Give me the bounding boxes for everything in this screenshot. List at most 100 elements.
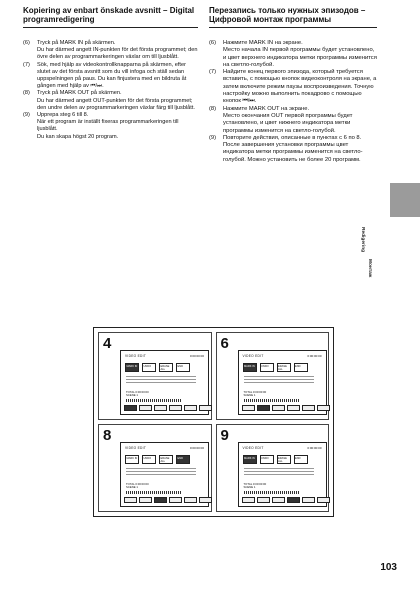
step-number: (7) xyxy=(209,69,217,76)
right-step-6: (6) Нажмите MARK IN на экране. Место нач… xyxy=(209,40,377,69)
undo-button: UNDO xyxy=(142,363,156,372)
section-tab xyxy=(390,183,420,207)
step-text: Tryck på MARK OUT på skärmen. Du har där… xyxy=(37,90,195,111)
left-steps: (6) Tryck på MARK IN på skärmen. Du har … xyxy=(23,40,198,141)
screen-counter: 0:00:00:00 xyxy=(307,354,322,358)
right-heading: Перезапись только нужных эпизодов – Цифр… xyxy=(209,6,366,24)
screen-title: VIDEO EDIT xyxy=(242,446,264,450)
erase-all-button: ERASE ALL xyxy=(276,455,291,464)
total-label: TOTAL 0:00:00:00 xyxy=(243,390,267,394)
screen-buttons: MARK IN UNDO ERASE ALL END xyxy=(125,455,190,464)
mark-in-button: MARK IN xyxy=(242,363,257,372)
illustration-panel: 6 VIDEO EDIT 0:00:00:00 MARK IN UNDO ERA… xyxy=(215,332,330,420)
erase-all-button: ERASE ALL xyxy=(159,455,173,464)
screen-illustrations: 4 VIDEO EDIT 0:00:00:00 MARK IN UNDO ERA… xyxy=(93,327,334,517)
total-label: TOTAL 0:00:00:00 xyxy=(126,482,149,486)
lcd-screen: VIDEO EDIT 0:00:00:00 MARK IN UNDO ERASE… xyxy=(237,442,330,507)
lcd-screen: VIDEO EDIT 0:00:00:00 MARK IN UNDO ERASE… xyxy=(237,350,330,415)
left-step-9: (9) Upprepa steg 6 till 8. När ett progr… xyxy=(23,112,198,141)
screen-title: VIDEO EDIT xyxy=(125,446,147,450)
screen-buttons: MARK IN UNDO ERASE ALL END xyxy=(242,363,308,372)
panel-step-number: 9 xyxy=(220,427,229,444)
video-control-buttons xyxy=(124,497,212,503)
scene-label: SCENE 1 xyxy=(126,485,138,490)
end-button: END xyxy=(176,363,190,372)
lcd-screen: VIDEO EDIT 0:00:00:00 MARK IN UNDO ERASE… xyxy=(120,442,212,507)
screen-total: TOTAL 0:00:00:00 SCENE 1 xyxy=(243,482,267,490)
step-number: (9) xyxy=(209,134,217,141)
undo-button: UNDO xyxy=(259,363,274,372)
panel-step-number: 4 xyxy=(103,335,112,352)
right-step-7: (7) Найдите конец первого эпизода, котор… xyxy=(209,69,377,105)
step-text: Upprepa steg 6 till 8. När ett program ä… xyxy=(37,112,179,140)
program-mark-bar xyxy=(126,399,181,402)
end-button: END xyxy=(293,455,308,464)
screen-title: VIDEO EDIT xyxy=(242,354,264,358)
step-number: (8) xyxy=(209,105,217,112)
side-label-russian: Монтаж xyxy=(366,259,372,278)
undo-button: UNDO xyxy=(259,455,274,464)
screen-counter: 0:00:00:00 xyxy=(189,354,204,358)
left-heading: Kopiering av enbart önskade avsnitt – Di… xyxy=(23,6,195,24)
end-button: END xyxy=(176,455,190,464)
illustration-panel: 4 VIDEO EDIT 0:00:00:00 MARK IN UNDO ERA… xyxy=(98,332,212,420)
step-text: Sök, med hjälp av videokontrollknapparna… xyxy=(37,61,187,90)
step-text: Найдите конец первого эпизода, который т… xyxy=(223,69,377,105)
program-list xyxy=(126,376,196,385)
scene-label: SCENE 1 xyxy=(243,485,256,490)
mark-in-button: MARK IN xyxy=(242,455,257,464)
step-text: Нажмите MARK IN на экране. Место начала … xyxy=(223,40,377,68)
video-control-buttons xyxy=(124,405,212,411)
screen-total: TOTAL 0:00:00:00 SCENE 1 xyxy=(126,390,149,398)
step-number: (9) xyxy=(23,112,30,119)
screen-buttons: MARK IN UNDO ERASE ALL END xyxy=(242,455,308,464)
screen-total: TOTAL 0:00:00:00 SCENE 1 xyxy=(243,390,267,398)
right-heading-rule xyxy=(209,27,377,28)
left-step-7: (7) Sök, med hjälp av videokontrollknapp… xyxy=(23,62,198,91)
step-text: Нажмите MARK OUT на экране. Место оконча… xyxy=(223,105,353,134)
lcd-screen: VIDEO EDIT 0:00:00:00 MARK IN UNDO ERASE… xyxy=(120,350,212,415)
screen-total: TOTAL 0:00:00:00 SCENE 1 xyxy=(126,482,149,490)
panel-step-number: 8 xyxy=(103,427,112,444)
right-column: Перезапись только нужных эпизодов – Цифр… xyxy=(209,0,377,164)
left-step-6: (6) Tryck på MARK IN på skärmen. Du har … xyxy=(23,40,198,62)
scene-label: SCENE 1 xyxy=(126,393,138,398)
program-mark-bar xyxy=(243,399,299,402)
end-button: END xyxy=(293,363,308,372)
total-label: TOTAL 0:00:00:00 xyxy=(243,482,267,486)
step-text: Tryck på MARK IN på skärmen. Du har därm… xyxy=(37,40,198,61)
program-list xyxy=(243,376,314,385)
side-label-swedish: Redigering xyxy=(359,227,365,253)
video-control-buttons xyxy=(241,497,330,503)
program-list xyxy=(126,468,196,477)
screen-title: VIDEO EDIT xyxy=(125,354,147,358)
screen-counter: 0:00:00:00 xyxy=(307,446,322,450)
panel-step-number: 6 xyxy=(220,335,229,352)
step-number: (8) xyxy=(23,90,30,97)
left-column: Kopiering av enbart önskade avsnitt – Di… xyxy=(23,0,198,141)
left-step-8: (8) Tryck på MARK OUT på skärmen. Du har… xyxy=(23,90,198,112)
undo-button: UNDO xyxy=(142,455,156,464)
program-mark-bar xyxy=(243,491,299,494)
program-mark-bar xyxy=(126,491,181,494)
program-list xyxy=(243,468,314,477)
mark-in-button: MARK IN xyxy=(125,455,139,464)
step-number: (6) xyxy=(23,40,30,46)
total-label: TOTAL 0:00:00:00 xyxy=(126,390,149,394)
right-steps: (6) Нажмите MARK IN на экране. Место нач… xyxy=(209,40,377,164)
section-tab-secondary xyxy=(390,207,420,217)
left-heading-rule xyxy=(23,27,198,28)
step-number: (7) xyxy=(23,61,30,68)
illustration-panel: 9 VIDEO EDIT 0:00:00:00 MARK IN UNDO ERA… xyxy=(215,424,330,512)
step-number: (6) xyxy=(209,40,217,46)
illustration-panel: 8 VIDEO EDIT 0:00:00:00 MARK IN UNDO ERA… xyxy=(98,424,212,512)
right-step-9: (9) Повторите действия, описанные в пунк… xyxy=(209,135,377,164)
scene-label: SCENE 1 xyxy=(243,393,256,398)
erase-all-button: ERASE ALL xyxy=(276,363,291,372)
page-number: 103 xyxy=(380,562,397,573)
erase-all-button: ERASE ALL xyxy=(159,363,173,372)
video-control-buttons xyxy=(241,405,330,411)
screen-counter: 0:00:00:00 xyxy=(189,446,204,450)
mark-in-button: MARK IN xyxy=(125,363,139,372)
right-step-8: (8) Нажмите MARK OUT на экране. Место ок… xyxy=(209,106,377,135)
